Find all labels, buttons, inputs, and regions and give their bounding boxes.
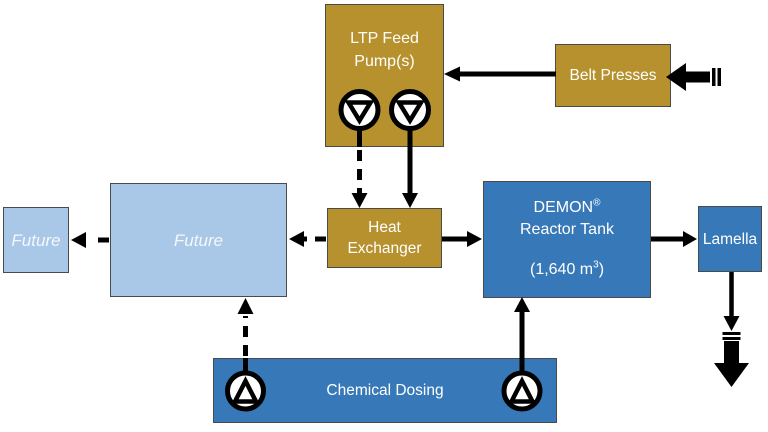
arrow-heatexchanger-to-demon [442,231,482,247]
future-large-label: Future [173,230,224,250]
node-demon-reactor-tank: DEMON® Reactor Tank (1,640 m3) [483,181,651,298]
arrow-chem-to-future-dashed [237,298,254,356]
demon-reactor-label-line2: Reactor Tank [520,221,614,238]
belt-presses-label: Belt Presses [569,67,657,84]
ltp-feed-pumps-label-line2: Pump(s) [354,53,415,70]
future-small-label: Future [11,230,61,250]
arrow-ltp-to-heatexchanger-solid [402,147,418,208]
ltp-feed-pumps-label-line1: LTP Feed [350,30,419,47]
node-ltp-feed-pumps: LTP Feed Pump(s) [325,4,444,147]
discharge-thick-arrow [714,332,749,387]
arrow-lamella-down [723,272,740,331]
heat-exchanger-label-line2: Exchanger [347,240,422,257]
node-future-large: Future [110,183,287,297]
registered-trademark-symbol: ® [593,197,601,209]
node-lamella: Lamella [698,206,762,272]
arrow-ltp-to-heatexchanger-dashed [351,150,368,208]
arrow-chem-to-demon [514,297,530,358]
arrow-futurelarge-to-futuresmall-dashed [71,232,109,248]
node-heat-exchanger: Heat Exchanger [327,208,442,268]
demon-reactor-capacity: (1,640 m3) [529,259,605,278]
node-chemical-dosing: Chemical Dosing [213,358,557,423]
inflow-thick-arrow [666,63,721,91]
node-belt-presses: Belt Presses [555,44,671,107]
chemical-dosing-label: Chemical Dosing [326,382,444,399]
demon-reactor-name: DEMON® [533,197,601,216]
arrow-demon-to-lamella [651,231,697,247]
arrow-belt-to-ltp [444,66,556,82]
node-future-small: Future [3,207,69,273]
arrow-heatexchanger-to-future-dashed [289,231,326,247]
lamella-label: Lamella [702,230,758,248]
heat-exchanger-label-line1: Heat [368,219,401,236]
